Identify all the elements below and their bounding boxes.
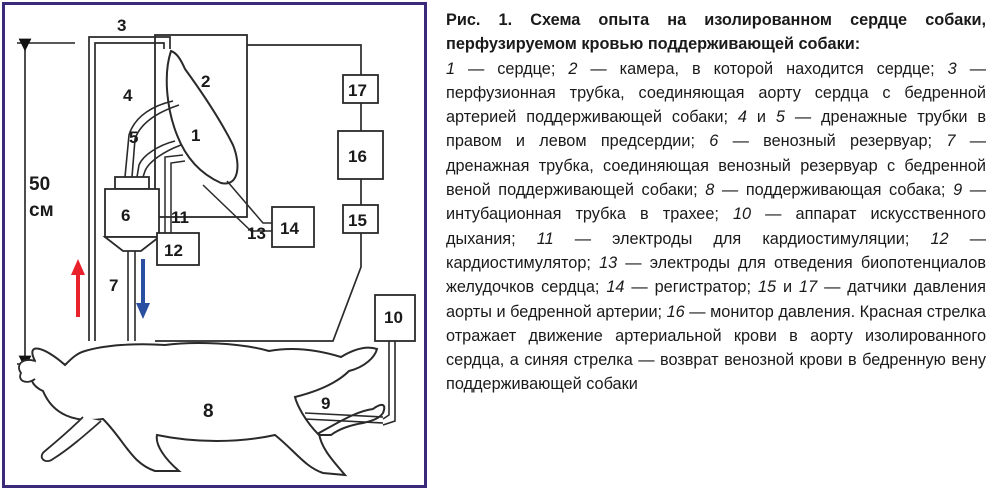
legend-number: 7 xyxy=(946,132,956,151)
legend-number: 3 xyxy=(947,59,957,78)
legend-number: 5 xyxy=(775,108,785,127)
label-9: 9 xyxy=(321,394,330,413)
legend-number: 17 xyxy=(799,278,818,297)
legend-separator: — xyxy=(718,132,764,151)
legend-separator: — xyxy=(617,253,650,272)
figure-caption: Рис. 1. Схема опыта на изолированном сер… xyxy=(446,8,986,397)
label-3: 3 xyxy=(117,16,126,35)
legend-number: 9 xyxy=(953,181,963,200)
arterial-arrow xyxy=(71,259,85,317)
legend-text: сердце; xyxy=(497,59,569,78)
intubation-tube xyxy=(304,412,384,424)
legend-separator: и xyxy=(776,278,800,297)
legend-separator: — xyxy=(956,59,986,78)
legend-separator: — xyxy=(455,59,498,78)
legend-separator: — xyxy=(817,278,848,297)
label-2: 2 xyxy=(201,72,210,91)
legend-text: дренажная трубка, соединяющая венозный р… xyxy=(446,156,986,200)
legend-separator: — xyxy=(714,181,746,200)
label-10: 10 xyxy=(384,308,403,327)
label-13: 13 xyxy=(247,224,266,243)
legend-number: 15 xyxy=(757,278,777,297)
pacing-electrodes xyxy=(164,154,186,233)
legend-number: 12 xyxy=(930,229,949,248)
heart-chamber xyxy=(154,34,248,218)
ventilator-hose xyxy=(382,341,396,426)
venous-arrow xyxy=(136,259,150,319)
drainage-tube-7 xyxy=(127,251,136,341)
legend-number: 8 xyxy=(705,181,715,200)
sensor-17-box xyxy=(342,74,379,104)
legend-text: электроды для отведения биопотенциалов ж… xyxy=(446,253,986,297)
label-14: 14 xyxy=(280,219,299,238)
legend-text: интубационная трубка в трахее; xyxy=(446,205,733,224)
legend-number: 11 xyxy=(536,229,554,248)
legend-separator: — xyxy=(751,205,796,224)
legend-number: 10 xyxy=(732,205,752,224)
legend-text: кардиостимулятор; xyxy=(446,253,600,272)
legend-text: электроды для кардиостимуляции; xyxy=(612,229,931,248)
caption-body: 1 — сердце; 2 — камера, в которой находи… xyxy=(446,57,986,397)
sensor-15-box xyxy=(342,204,379,234)
height-unit: см xyxy=(29,200,54,221)
label-15: 15 xyxy=(348,211,367,230)
experiment-diagram: 50 см 3 2 1 4 5 6 7 xyxy=(17,16,416,477)
dog-leg xyxy=(40,416,102,463)
legend-number: 16 xyxy=(666,302,685,321)
legend-number: 1 xyxy=(446,59,456,78)
legend-number: 2 xyxy=(568,59,578,78)
venous-reservoir xyxy=(102,176,162,252)
label-16: 16 xyxy=(348,147,367,166)
legend-text: датчики давления аорты и бедренной артер… xyxy=(446,278,986,321)
legend-text: перфузионная трубка, соединяющая аорту с… xyxy=(446,83,986,127)
label-17: 17 xyxy=(348,81,367,100)
isolated-heart xyxy=(165,49,239,185)
pacemaker-box xyxy=(156,232,200,266)
perfusion-tube xyxy=(88,36,171,341)
label-11: 11 xyxy=(171,208,189,227)
height-value: 50 xyxy=(29,174,50,195)
legend-number: 13 xyxy=(599,253,618,272)
caption-title: Рис. 1. Схема опыта на изолированном сер… xyxy=(446,11,986,54)
drainage-tubes xyxy=(124,100,182,178)
monitor-16-box xyxy=(337,130,384,180)
label-6: 6 xyxy=(121,206,130,225)
legend-separator: — xyxy=(577,59,620,78)
legend-text: поддерживающая собака; xyxy=(745,181,954,200)
legend-number: 6 xyxy=(709,132,719,151)
label-12: 12 xyxy=(164,241,183,260)
legend-separator: — xyxy=(948,229,986,248)
aorta-line xyxy=(155,44,362,342)
legend-separator: — xyxy=(684,302,711,321)
legend-separator: — xyxy=(784,108,822,127)
legend-text: дренажные трубки в правом и левом предсе… xyxy=(446,108,986,151)
legend-separator: и xyxy=(746,108,776,127)
label-5: 5 xyxy=(129,128,138,147)
legend-separator: — xyxy=(955,132,986,151)
label-1: 1 xyxy=(191,126,200,145)
legend-number: 14 xyxy=(606,278,625,297)
supporting-dog xyxy=(29,342,386,477)
figure-panel: 50 см 3 2 1 4 5 6 7 xyxy=(2,2,427,488)
legend-separator: — xyxy=(624,278,655,297)
label-4: 4 xyxy=(123,86,133,105)
legend-text: аппарат искусственного дыхания; xyxy=(446,205,986,248)
recorder-box xyxy=(271,206,315,248)
legend-number: 4 xyxy=(737,108,747,127)
legend-text: монитор давления. Красная стрелка отража… xyxy=(446,302,986,394)
legend-text: регистратор; xyxy=(654,278,758,297)
label-8: 8 xyxy=(203,401,214,422)
legend-text: камера, в которой находится сердце; xyxy=(619,59,948,78)
legend-separator: — xyxy=(962,181,986,200)
legend-separator: — xyxy=(553,229,613,248)
label-7: 7 xyxy=(109,276,118,295)
dog-tail xyxy=(18,359,36,383)
legend-text: венозный резервуар; xyxy=(763,132,947,151)
